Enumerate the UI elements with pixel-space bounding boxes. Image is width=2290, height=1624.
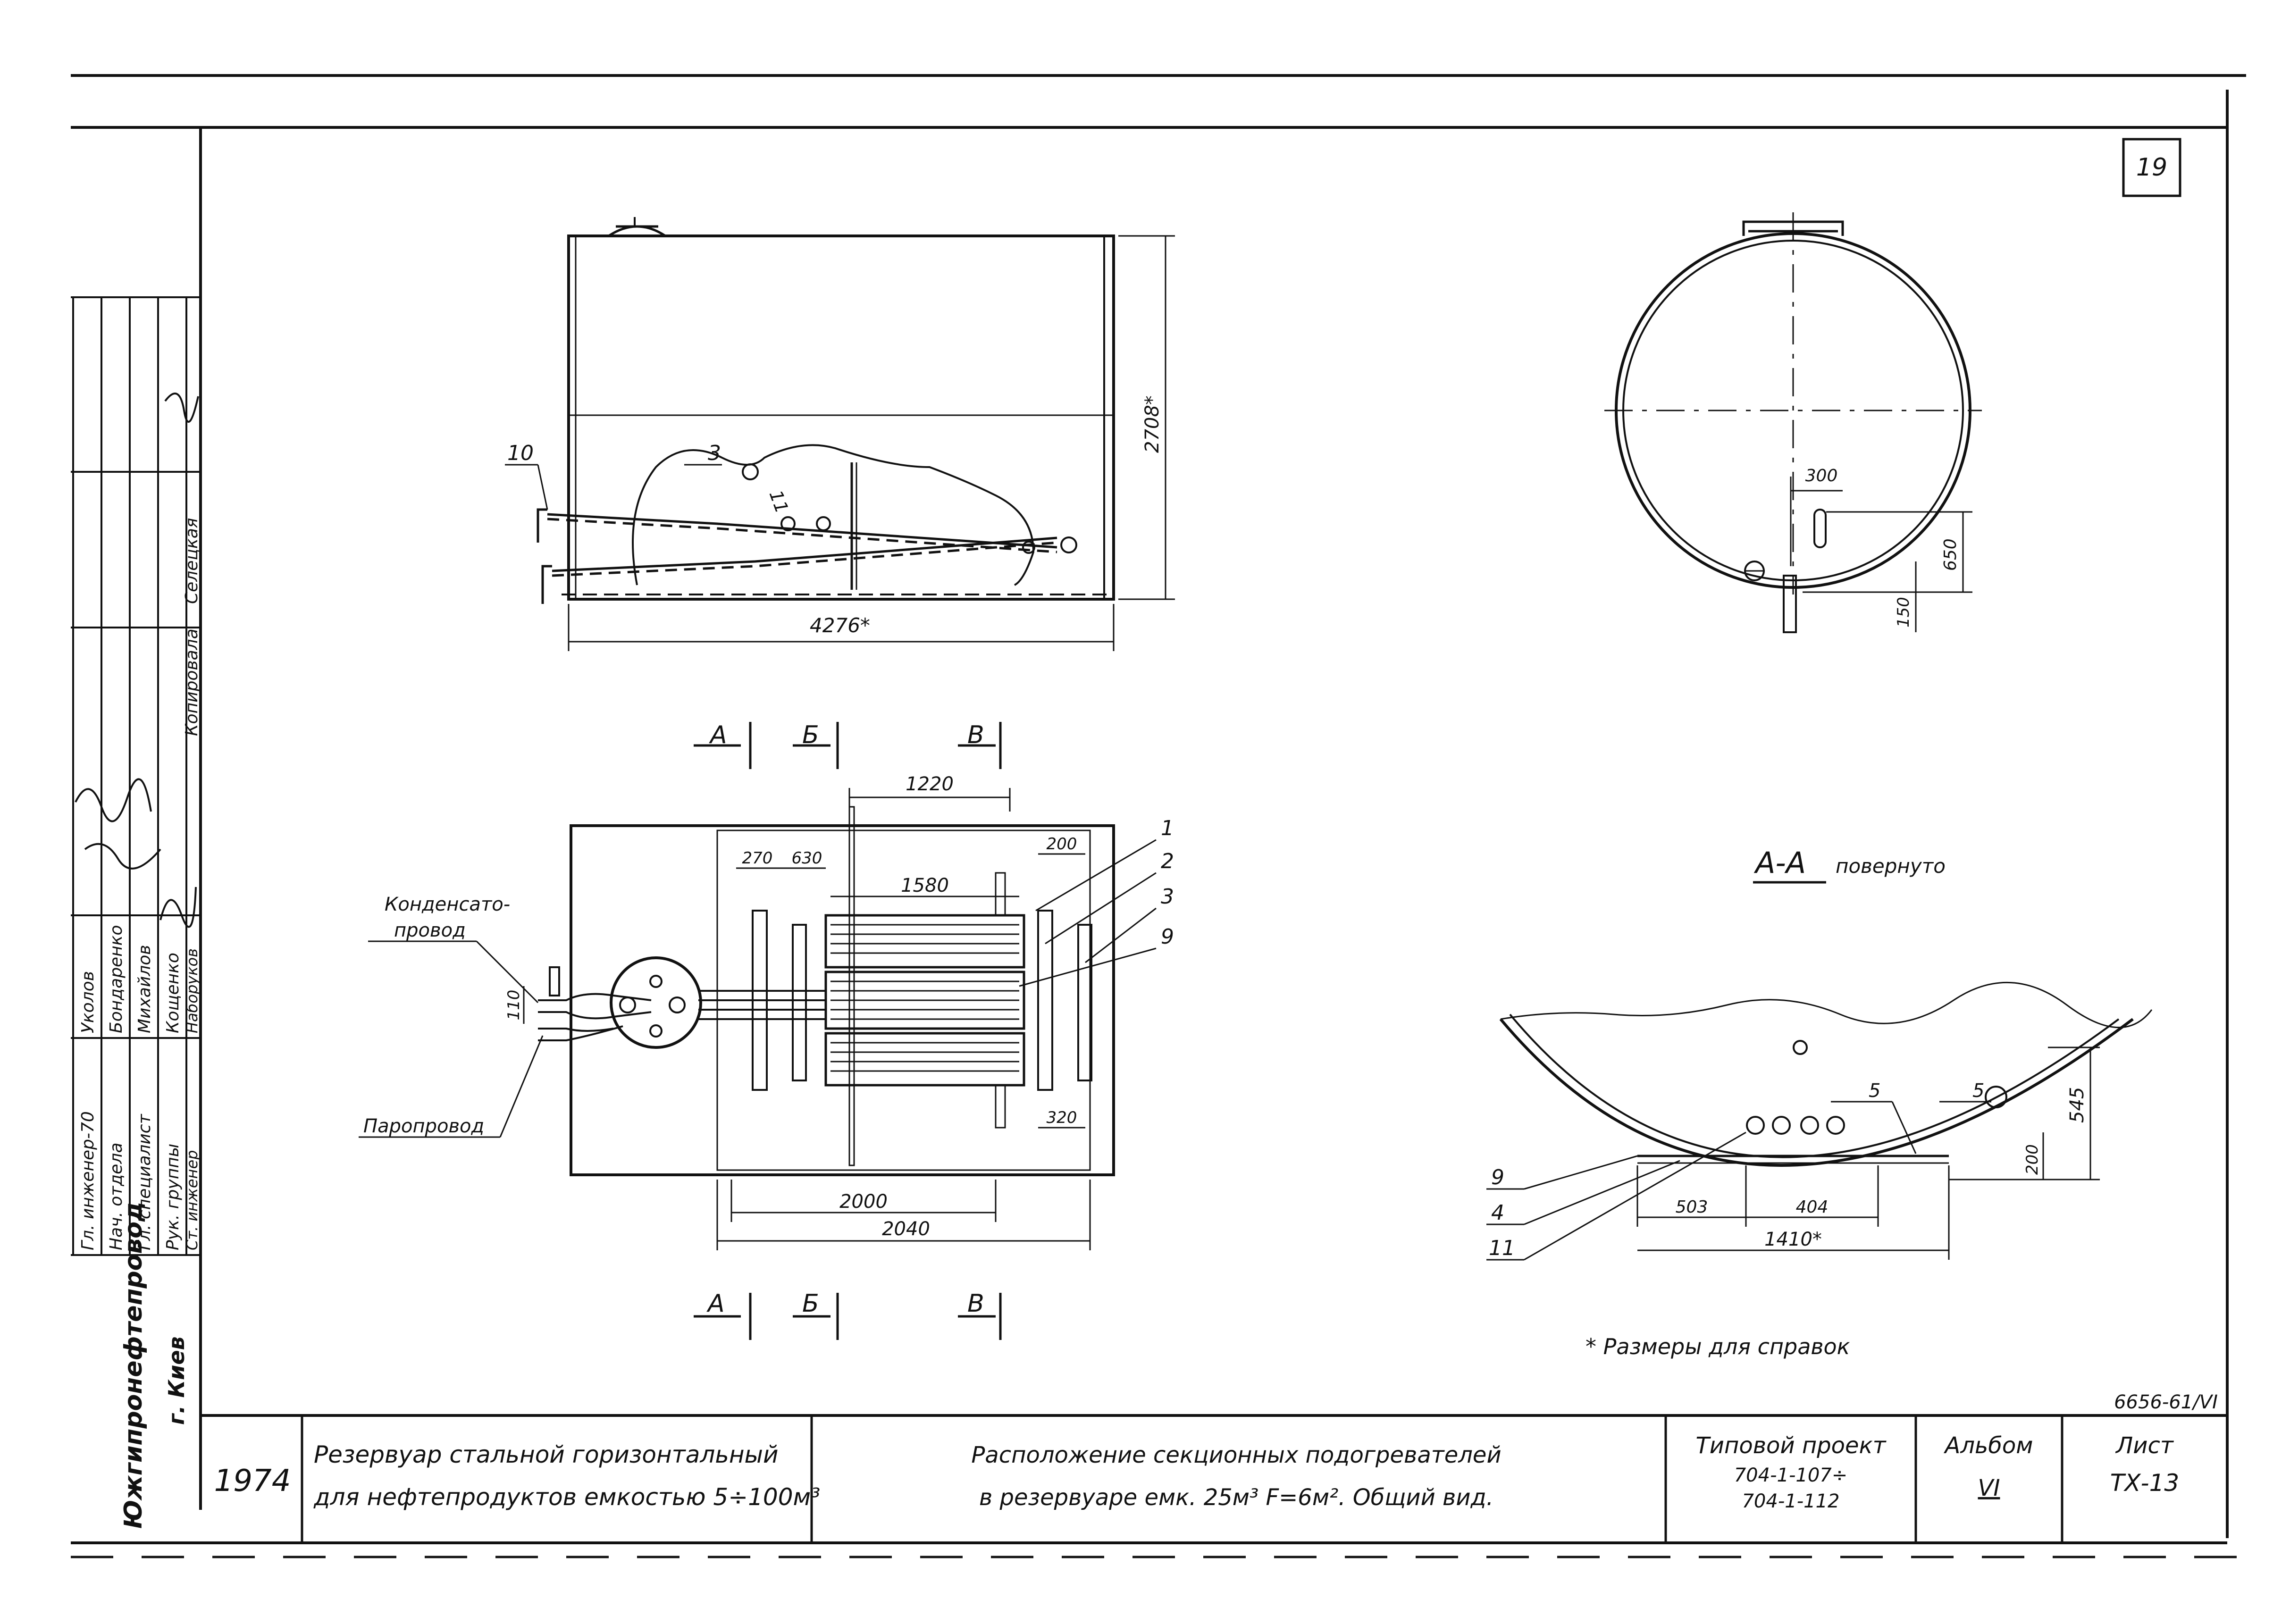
plan-dim-1220: 1220 [906, 773, 954, 795]
section-aa-item-11: 11 [1489, 1236, 1515, 1260]
section-aa-item-4: 4 [1491, 1201, 1504, 1225]
marker-top-b: Б [802, 721, 819, 749]
side-org: Южгипронефтепровод [119, 1202, 148, 1529]
stamp-album-label: Альбом [1944, 1432, 2033, 1459]
plan-dim-200: 200 [1047, 835, 1077, 854]
marker-bottom-v: В [967, 1289, 984, 1318]
stamp-sheet-label: Лист [2115, 1432, 2174, 1459]
section-aa-item-9: 9 [1491, 1165, 1504, 1189]
sheet-number-box: 19 [2122, 138, 2181, 197]
side-stamp: Южгипронефтепровод г. Киев Гл. инженер-7… [71, 296, 201, 1529]
view-side-elevation: 10 3 11 4276* 2708* [505, 217, 1175, 651]
marker-top-a: А [709, 721, 727, 749]
plan-item-1: 1 [1161, 816, 1174, 840]
stamp-album-value: VI [1978, 1475, 2000, 1501]
side-signatures [75, 393, 199, 928]
plan-dim-2040: 2040 [882, 1218, 930, 1240]
side-name-5: Наборуков [183, 948, 201, 1033]
section-dim-300: 300 [1805, 466, 1838, 486]
plan-dim-2000: 2000 [839, 1191, 888, 1213]
reference-note: * Размеры для справок [1585, 1334, 1850, 1359]
side-name-3: Михайлов [135, 945, 154, 1033]
section-aa-subtitle: повернуто [1836, 854, 1946, 878]
marker-top-v: В [967, 721, 984, 749]
stamp-project-code-1: 704-1-107÷ [1734, 1465, 1848, 1486]
stamp-project-code-2: 704-1-112 [1742, 1490, 1839, 1512]
stamp-title-1: Резервуар стальной горизонтальный [314, 1441, 779, 1468]
section-aa-weld-1: 5 [1869, 1080, 1880, 1102]
elev-item-3: 3 [708, 441, 721, 465]
section-aa-dim-545: 545 [2066, 1087, 2088, 1123]
plan-dim-110: 110 [504, 990, 523, 1021]
title-block: 1974 Резервуар стальной горизонтальный д… [201, 1414, 2227, 1543]
plan-label-condensate-1: Конденсато- [385, 894, 510, 915]
stamp-title-2: для нефтепродуктов емкостью 5÷100м³ [313, 1483, 820, 1511]
view-cross-section: 300 650 150 [1604, 212, 1982, 633]
stamp-content-2: в резервуаре емк. 25м³ F=6м². Общий вид. [979, 1484, 1493, 1511]
side-role-1: Гл. инженер-70 [78, 1111, 98, 1250]
view-plan: 1220 270 630 200 1580 110 320 2000 2040 … [359, 773, 1174, 1250]
section-aa-title: А-А повернуто [1753, 845, 1946, 884]
side-role-5: Ст. инженер [183, 1150, 201, 1250]
marker-bottom-a: А [706, 1289, 725, 1318]
section-aa-dim-1410: 1410* [1764, 1229, 1822, 1250]
plan-item-9: 9 [1161, 925, 1174, 949]
section-aa-dim-200: 200 [2023, 1144, 2042, 1175]
sheet-frame [71, 74, 2265, 1558]
elev-dim-length: 4276* [810, 614, 870, 637]
plan-dim-320: 320 [1047, 1108, 1077, 1127]
side-copied-label: Копировала [182, 628, 201, 736]
view-section-aa: 5 5 545 200 503 404 1410* 9 4 11 [1486, 981, 2153, 1261]
plan-label-condensate-2: провод [394, 920, 466, 941]
side-name-1: Уколов [78, 971, 98, 1033]
marker-bottom-b: Б [802, 1289, 819, 1318]
stamp-project-label: Типовой проект [1695, 1432, 1887, 1459]
plan-dim-270: 270 [742, 849, 773, 868]
side-role-3: Гл. специалист [135, 1113, 154, 1250]
side-role-2: Нач. отдела [107, 1143, 126, 1250]
side-city: г. Киев [164, 1336, 189, 1425]
stamp-sheet-value: ТХ-13 [2110, 1469, 2179, 1497]
section-aa-dim-404: 404 [1796, 1197, 1829, 1217]
stamp-content-1: Расположение секционных подогревателей [971, 1442, 1501, 1468]
side-name-2: Бондаренко [107, 925, 126, 1033]
plan-item-3: 3 [1161, 885, 1174, 909]
section-aa-label: А-А [1753, 845, 1806, 880]
section-markers-top: А Б В [694, 721, 1002, 769]
side-role-4: Рук. группы [163, 1144, 183, 1250]
sheet-number: 19 [2136, 153, 2167, 182]
plan-item-2: 2 [1161, 849, 1174, 873]
plan-label-steam: Паропровод [363, 1115, 484, 1137]
section-aa-dim-503: 503 [1676, 1197, 1708, 1217]
side-copier-name: Селецкая [182, 518, 201, 604]
plan-dim-630: 630 [792, 849, 822, 868]
drawing-code: 6656-61/VI [2114, 1391, 2218, 1413]
plan-dim-1580: 1580 [901, 875, 949, 896]
side-name-4: Кощенко [163, 953, 183, 1033]
section-dim-650: 650 [1941, 538, 1960, 571]
stamp-year: 1974 [214, 1464, 291, 1498]
section-markers-bottom: А Б В [694, 1289, 1002, 1340]
elev-item-10: 10 [507, 441, 534, 465]
section-dim-150: 150 [1894, 597, 1913, 628]
elev-dim-height: 2708* [1141, 395, 1163, 453]
section-aa-weld-2: 5 [1972, 1080, 1984, 1102]
